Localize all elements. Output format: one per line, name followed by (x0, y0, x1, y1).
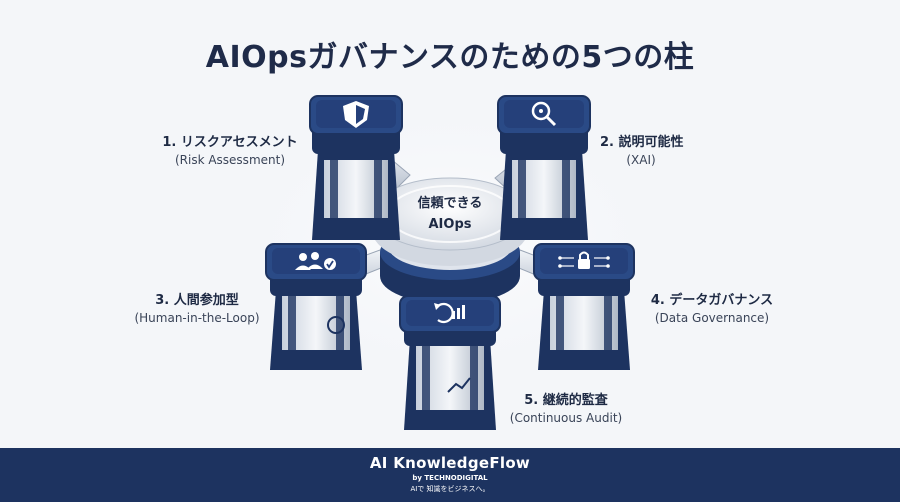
people-check-icon (295, 252, 336, 270)
pillar-human-in-the-loop (265, 243, 367, 370)
magnifier-icon (531, 101, 557, 127)
label-explainability-jp: 2. 説明可能性 (600, 135, 684, 150)
pillar-risk-assessment (309, 95, 403, 240)
label-human-in-the-loop-jp: 3. 人間参加型 (155, 293, 239, 308)
footer-brand: AI KnowledgeFlow (369, 454, 531, 472)
central-hub (371, 177, 529, 304)
shield-icon (343, 101, 369, 128)
pillar-explainability (497, 95, 591, 240)
label-continuous-audit-en: (Continuous Audit) (509, 411, 623, 425)
footer-tagline: AIで 知識をビジネスへ。 (410, 485, 490, 493)
label-risk-assessment: 1. リスクアセスメント (Risk Assessment) (160, 131, 300, 167)
label-data-governance: 4. データガバナンス (Data Governance) (642, 289, 782, 325)
label-human-in-the-loop-en: (Human-in-the-Loop) (134, 311, 260, 325)
label-data-governance-jp: 4. データガバナンス (650, 293, 774, 308)
label-data-governance-en: (Data Governance) (654, 311, 770, 325)
pillar-data-governance (533, 243, 635, 370)
center-label-line2: AIOps (428, 217, 472, 232)
page-title: AIOpsガバナンスのための5つの柱 (205, 40, 695, 75)
pillar-continuous-audit (399, 295, 501, 430)
footer-banner: AI KnowledgeFlow by TECHNODIGITAL AIで 知識… (0, 448, 900, 502)
label-risk-assessment-en: (Risk Assessment) (174, 153, 286, 167)
center-label-line1: 信頼できる (417, 196, 483, 211)
label-risk-assessment-jp: 1. リスクアセスメント (162, 135, 298, 150)
label-explainability: 2. 説明可能性 (XAI) (600, 131, 684, 167)
label-continuous-audit: 5. 継続的監査 (Continuous Audit) (502, 389, 630, 425)
footer-by: by TECHNODIGITAL (412, 474, 488, 482)
label-human-in-the-loop: 3. 人間参加型 (Human-in-the-Loop) (132, 289, 262, 325)
label-explainability-en: (XAI) (626, 153, 656, 167)
pillars-diagram (220, 90, 680, 430)
refresh-chart-icon (434, 302, 465, 324)
lock-network-icon (558, 251, 610, 269)
label-continuous-audit-jp: 5. 継続的監査 (524, 393, 608, 408)
center-label: 信頼できる AIOps (395, 193, 505, 235)
